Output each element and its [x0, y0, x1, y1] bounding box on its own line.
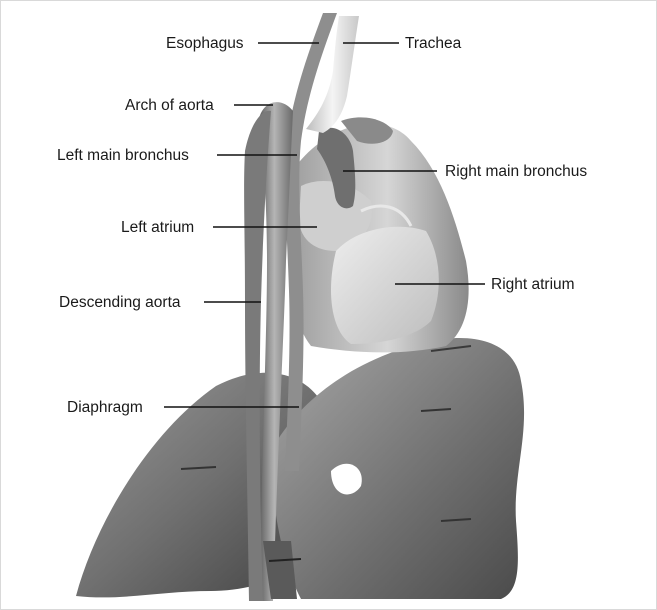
right-atrium-shape [331, 227, 439, 344]
label-descending-aorta: Descending aorta [59, 295, 181, 311]
label-diaphragm: Diaphragm [67, 400, 143, 416]
label-left-atrium: Left atrium [121, 220, 194, 236]
label-left-main-bronchus: Left main bronchus [57, 148, 189, 164]
label-right-main-bronchus: Right main bronchus [445, 164, 587, 180]
label-arch-of-aorta: Arch of aorta [125, 98, 214, 114]
diaphragm-right-dome [271, 338, 524, 599]
label-trachea: Trachea [405, 36, 461, 52]
label-right-atrium: Right atrium [491, 277, 575, 293]
label-esophagus: Esophagus [166, 36, 244, 52]
